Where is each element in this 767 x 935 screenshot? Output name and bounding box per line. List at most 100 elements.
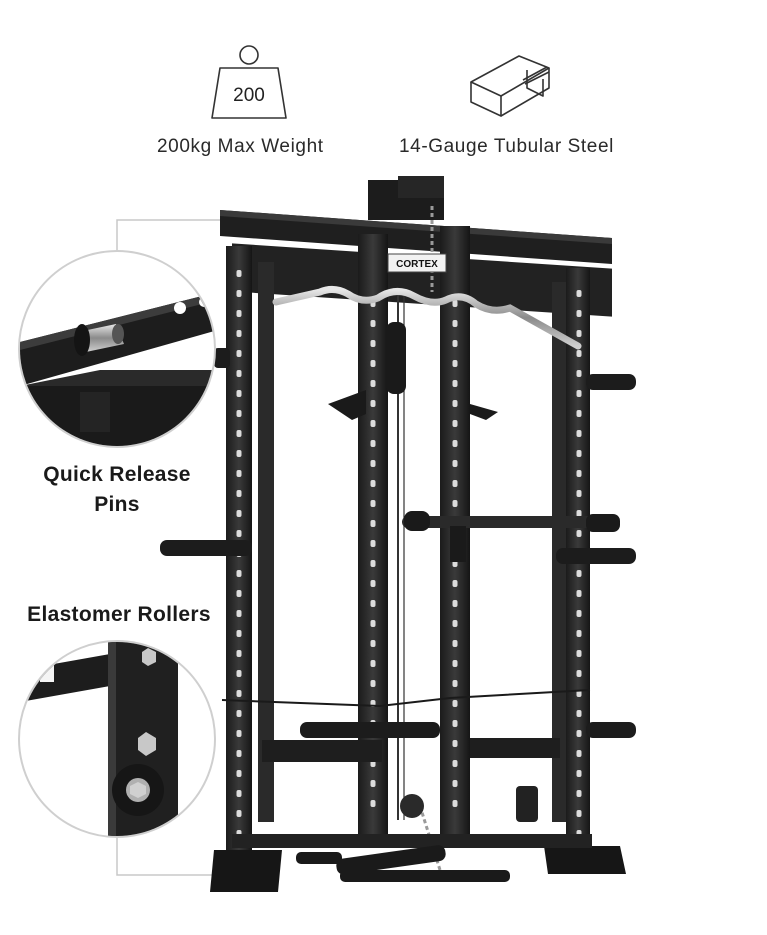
rack-hole: [576, 650, 582, 657]
rack-hole: [370, 400, 376, 407]
rack-hole: [452, 460, 458, 467]
rack-hole: [576, 410, 582, 417]
rack-hole: [370, 520, 376, 527]
rack-hole: [370, 360, 376, 367]
rack-hole: [576, 430, 582, 437]
rack-hole: [236, 810, 242, 817]
rack-hole: [370, 560, 376, 567]
rack-hole: [236, 270, 242, 277]
weight-value: 200: [233, 85, 265, 106]
rack-hole: [452, 320, 458, 327]
rack-hole: [370, 680, 376, 687]
rack-hole: [576, 390, 582, 397]
rack-hole: [370, 440, 376, 447]
rack-hole: [236, 650, 242, 657]
rack-hole: [576, 290, 582, 297]
rack-hole: [236, 590, 242, 597]
rack-hole: [576, 670, 582, 677]
rack-hole: [576, 370, 582, 377]
rack-hole: [370, 460, 376, 467]
rack-hole: [452, 660, 458, 667]
max-weight-label: 200kg Max Weight: [157, 136, 324, 157]
rack-hole: [236, 350, 242, 357]
rack-hole: [236, 470, 242, 477]
rack-hole: [236, 750, 242, 757]
rack-hole: [370, 660, 376, 667]
rack-hole: [236, 610, 242, 617]
rack-hole: [236, 530, 242, 537]
rack-hole: [370, 800, 376, 807]
rack-hole: [370, 340, 376, 347]
rack-hole: [452, 440, 458, 447]
rack-hole: [576, 330, 582, 337]
rack-hole: [370, 620, 376, 627]
rack-hole: [236, 690, 242, 697]
rack-hole: [576, 810, 582, 817]
rack-hole: [576, 570, 582, 577]
rack-hole: [452, 340, 458, 347]
rack-hole: [236, 570, 242, 577]
rack-hole: [236, 710, 242, 717]
rack-hole: [236, 370, 242, 377]
rack-hole: [452, 500, 458, 507]
rack-hole: [370, 580, 376, 587]
elastomer-rollers-label: Elastomer Rollers: [27, 603, 211, 626]
rack-hole: [576, 730, 582, 737]
rack-hole: [576, 690, 582, 697]
quick-release-pin-closeup: [18, 250, 216, 448]
rack-hole: [452, 580, 458, 587]
rack-hole: [452, 380, 458, 387]
rack-hole: [452, 400, 458, 407]
rack-hole: [452, 760, 458, 767]
rack-hole: [236, 490, 242, 497]
rack-hole: [236, 730, 242, 737]
rack-hole: [236, 450, 242, 457]
rack-hole: [370, 540, 376, 547]
rack-hole: [576, 710, 582, 717]
rack-hole: [370, 500, 376, 507]
weight-icon: 200: [211, 45, 287, 119]
rack-hole: [236, 410, 242, 417]
rack-hole: [576, 610, 582, 617]
rack-hole: [236, 330, 242, 337]
rack-hole: [576, 770, 582, 777]
rack-hole: [236, 770, 242, 777]
rack-hole: [370, 320, 376, 327]
rack-hole: [576, 590, 582, 597]
rack-hole: [370, 780, 376, 787]
rack-hole: [576, 350, 582, 357]
tubular-steel-icon: [470, 55, 550, 117]
rack-hole: [452, 700, 458, 707]
quick-release-label: Quick Release Pins: [43, 463, 191, 516]
rack-hole: [370, 600, 376, 607]
rack-hole: [576, 310, 582, 317]
rack-hole: [576, 470, 582, 477]
rack-hole: [370, 380, 376, 387]
rack-hole: [576, 750, 582, 757]
rack-hole: [236, 390, 242, 397]
rack-hole: [452, 780, 458, 787]
rack-hole: [452, 600, 458, 607]
rack-hole: [370, 420, 376, 427]
rack-hole: [236, 790, 242, 797]
rack-hole: [576, 510, 582, 517]
rack-hole: [452, 720, 458, 727]
rack-hole: [370, 640, 376, 647]
rack-hole: [452, 480, 458, 487]
rack-hole: [236, 510, 242, 517]
rack-hole: [452, 620, 458, 627]
rack-hole: [236, 290, 242, 297]
rack-hole: [452, 680, 458, 687]
rack-hole: [452, 740, 458, 747]
rack-hole: [452, 800, 458, 807]
rack-hole: [452, 360, 458, 367]
rack-hole: [452, 300, 458, 307]
rack-hole: [576, 530, 582, 537]
rack-hole: [452, 420, 458, 427]
rack-hole: [370, 480, 376, 487]
tubular-steel-label: 14-Gauge Tubular Steel: [399, 136, 614, 157]
rack-hole: [452, 640, 458, 647]
brand-plate-text: CORTEX: [396, 259, 438, 270]
